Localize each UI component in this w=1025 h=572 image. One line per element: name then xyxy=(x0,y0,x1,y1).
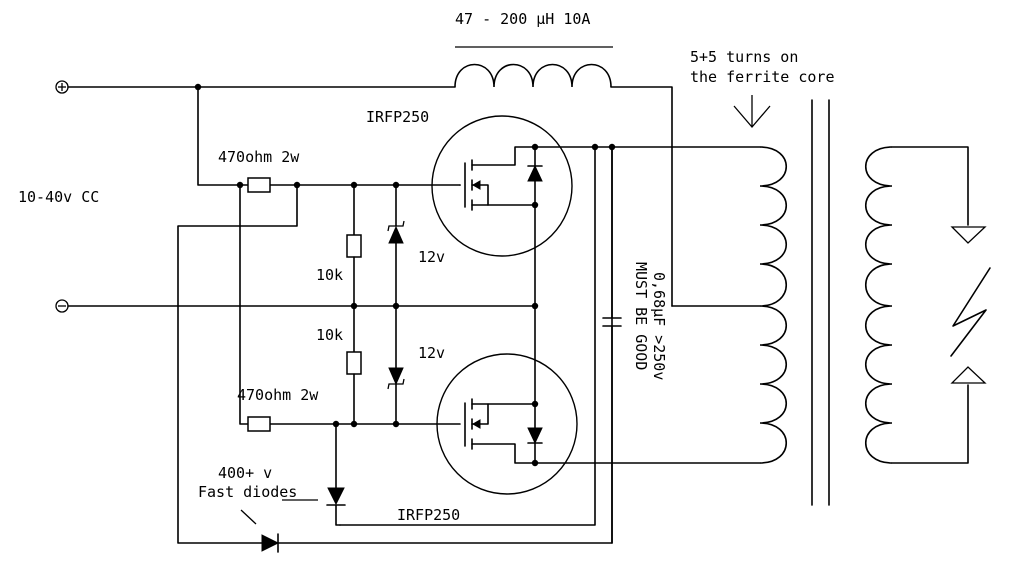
ferrite-core xyxy=(811,99,830,506)
junction-dots xyxy=(194,83,616,467)
resonant-capacitor xyxy=(602,146,622,544)
res-10k-bottom-label: 10k xyxy=(316,326,343,344)
drain-wiring xyxy=(335,146,761,526)
mosfet-top xyxy=(431,115,573,257)
capacitor-label-line1: 0,68µF >250v xyxy=(650,272,668,380)
turns-label-line2: the ferrite core xyxy=(690,68,835,86)
input-inductor xyxy=(454,46,613,88)
fast-diode-2 xyxy=(261,533,280,553)
resistor-top-label: 470ohm 2w xyxy=(218,148,300,166)
resistor-470-top xyxy=(247,177,271,193)
positive-terminal xyxy=(55,80,69,94)
diodes-label-line1: 400+ v xyxy=(218,464,272,482)
secondary-coil xyxy=(865,146,969,464)
turns-arrow xyxy=(733,95,771,128)
positive-rail xyxy=(67,86,673,307)
mosfet-bottom xyxy=(436,353,578,495)
turns-label-line1: 5+5 turns on xyxy=(690,48,798,66)
zener-top-label: 12v xyxy=(418,248,445,266)
diode-pointer-2 xyxy=(240,509,257,525)
spark-gap xyxy=(950,226,991,384)
zener-bottom-label: 12v xyxy=(418,344,445,362)
mosfet-top-label: IRFP250 xyxy=(366,108,429,126)
resistor-470-bottom xyxy=(247,416,271,432)
resistor-bottom-label: 470ohm 2w xyxy=(237,386,319,404)
primary-coil xyxy=(759,146,787,464)
supply-label: 10-40v CC xyxy=(18,188,99,206)
negative-terminal xyxy=(55,299,69,313)
inductor-label: 47 - 200 µH 10A xyxy=(455,10,590,28)
diodes-label-line2: Fast diodes xyxy=(198,483,297,501)
capacitor-label-line2: MUST BE GOOD xyxy=(632,262,650,370)
mosfet-bottom-label: IRFP250 xyxy=(397,506,460,524)
res-10k-top-label: 10k xyxy=(316,266,343,284)
fast-diode-1 xyxy=(326,487,346,506)
